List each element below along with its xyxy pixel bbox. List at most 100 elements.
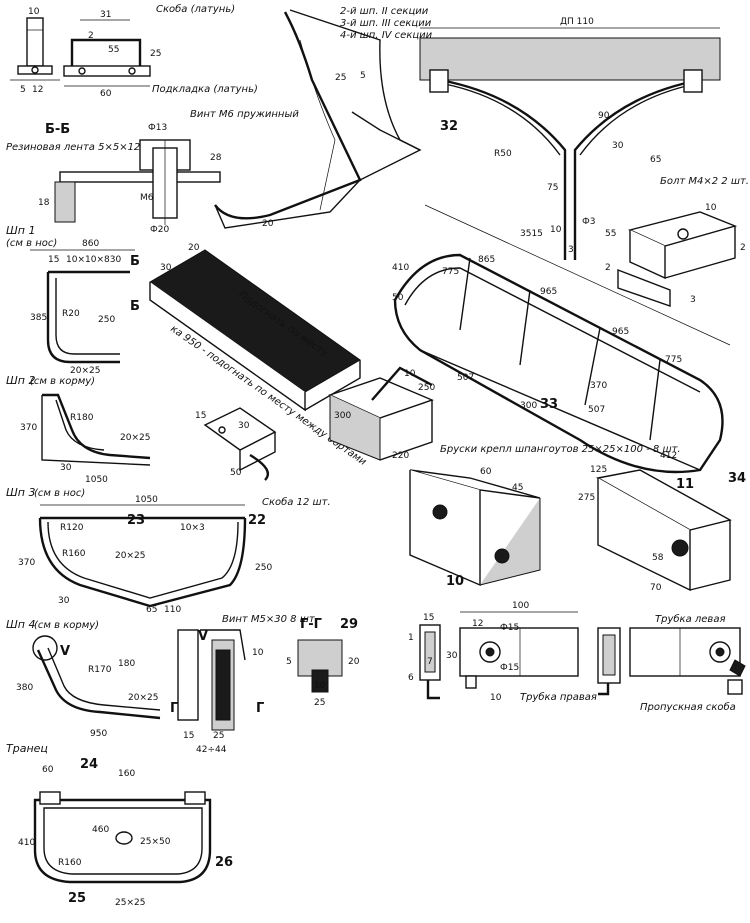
dim-10: 10 [314,681,326,691]
dim-775a: 775 [442,267,459,277]
rubber-strip-label: Резиновая лента 5×5×1200 [6,142,153,153]
dim-50: 50 [230,468,242,478]
dim-250: 250 [255,563,272,573]
tube-right-label: Трубка правая [520,691,597,703]
dim-380: 380 [16,683,33,693]
dim-30: 30 [446,651,458,661]
dim-dp110: ДП 110 [560,17,594,27]
dim-45: 45 [512,483,523,493]
detail-v-title: V [198,629,208,644]
callout-11: 11 [676,477,694,492]
dim-28: 28 [210,153,222,163]
dim-15: 15 [195,411,206,421]
section-mark-g-left: Г [170,701,178,716]
section-gg: Г-Г 29 5 20 10 25 [286,617,360,708]
bracket-detail: 10 12 5 31 2 55 25 60 Скоба (латунь) Под… [10,3,258,99]
clip-detail: 15 30 50 Скоба 12 шт. [195,407,331,508]
dim-410: 410 [392,263,409,273]
dim-58: 58 [652,553,664,563]
frame1-title: Шп 1 [6,224,35,237]
callout-34: 34 [728,471,746,486]
dim-3: 3 [568,245,574,255]
bolt-label: Болт М4×2 2 шт. [660,176,749,187]
callout-32: 32 [440,119,458,134]
dim-10: 10 [705,203,717,213]
dim-507a: 300 [520,401,537,411]
dim-r180: R180 [70,413,94,423]
dim-55: 55 [108,45,119,55]
dim-20x25: 20×25 [128,693,158,703]
dim-f15-top: Ф15 [500,623,519,633]
dim-10: 10 [404,369,416,379]
dim-r160: R160 [58,858,82,868]
dim-r50: R50 [494,149,512,159]
callout-v: V [60,644,70,659]
dim-410: 410 [18,838,35,848]
rail-block-left: 60 45 10 [409,467,541,589]
rail-block-right: 11 125 275 58 70 [578,465,732,593]
dim-2: 2 [88,31,94,41]
dim-25: 25 [213,731,224,741]
dim-460: 460 [92,825,109,835]
dim-30: 30 [238,421,250,431]
dim-70: 70 [650,583,662,593]
frame3-subtitle: (см в нос) [34,488,85,499]
tube-left: Трубка левая Пропускная скоба [597,613,746,713]
dim-20: 20 [188,243,200,253]
dim-310: 370 [590,381,607,391]
dim-385: 385 [30,313,47,323]
dim-r20: R20 [62,309,80,319]
frame4-subtitle: (см в корму) [34,620,99,631]
dim-5-plate: 5 [360,71,366,81]
section-bb: Б-Б Резиновая лента 5×5×1200 Ф13 28 18 М… [6,109,299,235]
bolt-block: Болт М4×2 2 шт. 55 10 2 2 3 [605,176,749,307]
transom: Транец 60 160 24 410 460 25×50 R160 25×2… [6,742,233,908]
dim-20x25: 20×25 [70,366,100,376]
dim-r170: R170 [88,665,112,675]
dim-30: 30 [160,263,172,273]
dim-30: 30 [60,463,72,473]
dim-775b: 775 [665,355,682,365]
frame4-title: Шп 4 [6,618,35,631]
dim-220: 220 [392,451,409,461]
dim-15: 15 [423,613,434,623]
callout-22: 22 [248,513,266,528]
detail-v: V Винт М5×30 8 шт. 10 15 25 42÷44 Г Г [170,614,318,755]
section-mark-b-top: Б [130,254,140,269]
callout-23: 23 [127,513,145,528]
dim-60: 60 [480,467,492,477]
dim-860: 860 [82,239,99,249]
frame2-title: Шп 2 [6,374,35,387]
dim-65: 65 [650,155,661,165]
dim-965b: 965 [612,327,629,337]
dim-50: 50 [392,293,404,303]
dim-100: 100 [512,601,529,611]
dim-f13: Ф13 [148,123,167,133]
dim-42-44: 42÷44 [196,745,227,755]
dim-5: 5 [286,657,292,667]
dim-370: 370 [18,558,35,568]
frame-1: Шп 1 (см в нос) 860 15 10×10×830 Б 385 R… [6,224,140,376]
callout-24: 24 [80,757,98,772]
section-mark-b-bottom: Б [130,299,140,314]
dim-125: 125 [590,465,607,475]
dim-3: 3 [690,295,696,305]
dim-f15: Ф15 [500,663,519,673]
dim-950: 950 [90,729,107,739]
dim-250: 250 [418,383,435,393]
dim-30: 30 [58,596,70,606]
dim-bracket-width: 10 [28,7,40,17]
legend-frame-4: 4-й шп. IV секции [340,30,433,41]
bow-section: 2-й шп. II секции 3-й шп. III секции 4-й… [340,6,721,260]
dim-10x3: 10×3 [180,523,205,533]
hull-note: Бруски крепл шпангоутов 25×25×100 - 8 шт… [440,444,681,455]
dim-865: 865 [478,255,495,265]
dim-180: 180 [118,659,135,669]
frame2-subtitle: (см в корму) [30,376,95,387]
section-gg-title: Г-Г [300,617,322,632]
pad-label: Подкладка (латунь) [152,84,258,95]
dim-15: 15 [183,731,194,741]
dim-25: 25 [150,49,161,59]
bracket-side-view [26,17,44,67]
dim-5: 5 [20,85,26,95]
